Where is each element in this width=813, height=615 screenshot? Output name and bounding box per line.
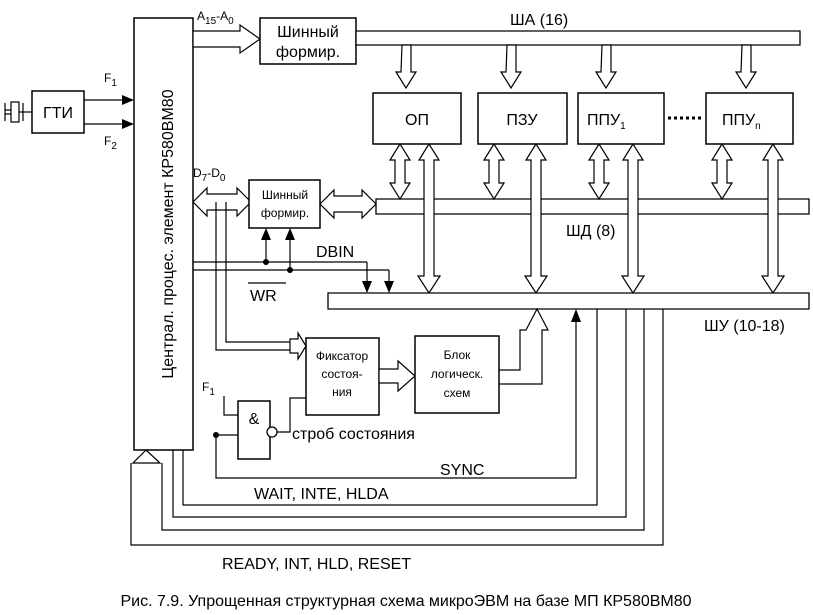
f2-sub: 2 [111,141,117,152]
module-pzu: ПЗУ [477,92,568,145]
cpu-block: Централ. процес. элемент КР580ВМ80 [133,17,194,451]
latch-input-arrow [289,330,307,362]
svg-text:логическ.: логическ. [431,367,483,381]
cpu-label: Централ. процес. элемент КР580ВМ80 [160,89,177,378]
f2-line: F2 [84,119,134,152]
svg-text:ПЗУ: ПЗУ [506,112,538,129]
svg-text:F2: F2 [104,134,117,152]
wait-line [182,309,598,506]
status-lines [215,202,290,351]
dbin-wr-lines [193,228,394,293]
wait-label: WAIT, INTE, HLDA [254,486,389,503]
svg-text:ШУ (10-18): ШУ (10-18) [704,318,785,335]
svg-text:Фиксатор: Фиксатор [316,349,369,363]
clock-label: ГТИ [43,105,73,122]
wr-label: WR [250,288,277,305]
sync-line [215,309,581,479]
svg-text:состоя-: состоя- [321,367,362,381]
strobe-label: строб состояния [292,426,415,443]
addr-label: A15-A0 [197,9,234,27]
svg-text:ШД (8): ШД (8) [566,223,616,240]
f1-label: F [104,71,111,85]
svg-text:Шинный: Шинный [277,24,339,41]
ready-lines [130,309,664,546]
status-latch: Фиксатор состоя- ния [305,337,380,416]
and-gate: & [213,396,306,460]
logic-to-bus-line [499,307,549,385]
data-arrow-right [319,188,377,220]
logic-block: Блок логическ. схем [414,335,500,414]
gate-f-label: F1 [202,380,215,398]
module-data-links [388,142,734,201]
control-bus: ШУ (10-18) [327,292,810,335]
f2-label: F [104,134,111,148]
figure-caption: Рис. 7.9. Упрощенная структурная схема м… [120,593,691,610]
svg-text:ОП: ОП [405,112,429,129]
module-op: ОП [372,92,462,145]
addr-arrow [192,23,262,55]
svg-text:формир.: формир. [261,206,309,220]
sync-label: SYNC [440,462,484,479]
addr-drops [394,44,758,90]
addr-bus-former: Шинный формир. [259,17,357,65]
latch-logic-arrow [378,359,416,393]
dbin-label: DBIN [316,244,354,261]
svg-text:ША (16): ША (16) [510,12,568,29]
svg-text:схем: схем [444,386,471,400]
data-bus: ШД (8) [375,198,810,240]
f1-line: F1 [84,71,134,105]
svg-text:ППУ1: ППУ1 [587,112,626,132]
data-arrow-left [192,186,252,218]
address-bus: ША (16) [355,12,801,46]
svg-text:ППУn: ППУn [722,112,761,132]
svg-text:формир.: формир. [276,44,340,61]
svg-text:Шинный: Шинный [262,188,308,202]
data-label: D7-D0 [193,166,226,184]
module-ppun: ППУn [705,92,794,145]
svg-text:F1: F1 [104,71,117,89]
svg-text:ния: ния [332,385,352,399]
clock-generator: ГТИ [4,90,85,134]
module-ppu1: ППУ1 [577,92,665,145]
data-bus-former: Шинный формир. [248,179,321,229]
f1-sub: 1 [111,78,117,89]
and-label: & [249,411,260,428]
svg-text:Блок: Блок [444,348,472,362]
ready-label: READY, INT, HLD, RESET [222,556,411,573]
